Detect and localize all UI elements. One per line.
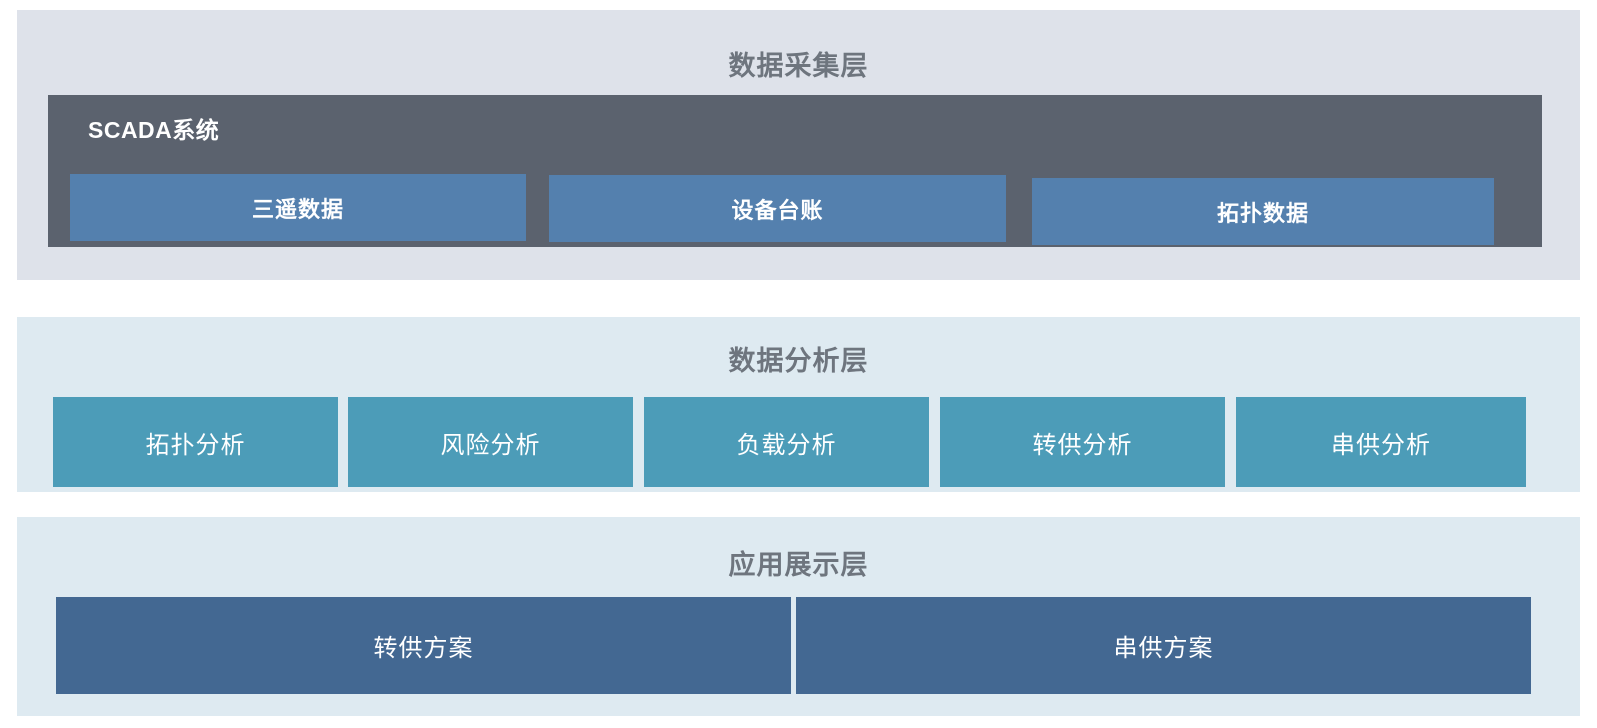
layer-title-application-presentation: 应用展示层: [728, 550, 869, 580]
application-box-transfer-supply-plan[interactable]: 转供方案: [56, 597, 791, 694]
layer-title-data-analysis: 数据分析层: [728, 346, 869, 376]
collection-box-label: 三遥数据: [251, 196, 344, 222]
application-box-series-supply-plan[interactable]: 串供方案: [796, 597, 1531, 694]
analysis-box-load-analysis[interactable]: 负载分析: [644, 397, 929, 487]
collection-box-equipment-ledger[interactable]: 设备台账: [549, 175, 1006, 242]
scada-system-group: SCADA系统 三遥数据 设备台账 拓扑数据: [48, 95, 1542, 247]
collection-box-label: 设备台账: [731, 197, 824, 223]
analysis-box-transfer-supply-analysis[interactable]: 转供分析: [940, 397, 1225, 487]
analysis-box-topology-analysis[interactable]: 拓扑分析: [53, 397, 338, 487]
layer-data-collection: 数据采集层 SCADA系统 三遥数据 设备台账 拓扑数据: [17, 10, 1580, 280]
application-box-label: 串供方案: [1113, 635, 1214, 662]
scada-system-label: SCADA系统: [88, 117, 220, 143]
analysis-box-label: 串供分析: [1331, 431, 1431, 459]
analysis-box-label: 拓扑分析: [145, 431, 246, 459]
analysis-box-label: 负载分析: [736, 431, 837, 459]
collection-box-three-remote-data[interactable]: 三遥数据: [70, 174, 526, 241]
collection-box-label: 拓扑数据: [1216, 200, 1309, 226]
analysis-box-risk-analysis[interactable]: 风险分析: [348, 397, 633, 487]
analysis-box-label: 转供分析: [1032, 431, 1133, 459]
layer-title-data-collection: 数据采集层: [728, 51, 869, 81]
analysis-box-label: 风险分析: [440, 431, 541, 459]
layer-data-analysis: 数据分析层 拓扑分析 风险分析 负载分析 转供分析 串供分析: [17, 317, 1580, 492]
application-box-label: 转供方案: [373, 635, 474, 662]
analysis-box-series-supply-analysis[interactable]: 串供分析: [1236, 397, 1526, 487]
layer-application-presentation: 应用展示层 转供方案 串供方案: [17, 517, 1580, 716]
collection-box-topology-data[interactable]: 拓扑数据: [1032, 178, 1494, 245]
